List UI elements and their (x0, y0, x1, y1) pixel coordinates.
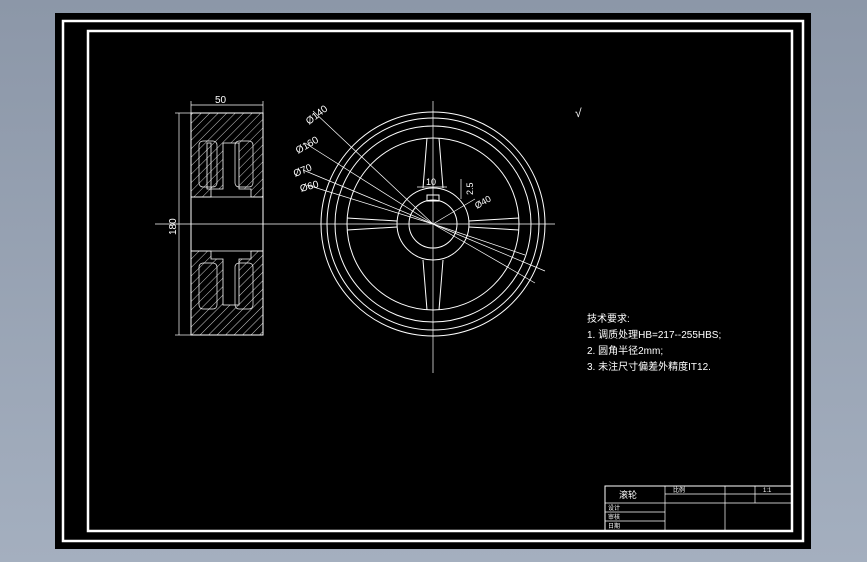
row-design: 设计 (608, 504, 620, 512)
keyway-width-label: 10 (426, 177, 436, 187)
note-3: 3. 未注尺寸偏差外精度IT12. (587, 360, 711, 373)
outer-frame (61, 19, 805, 543)
diameter-label-60: Ø60 (299, 179, 321, 195)
title-block: 滚轮 比例 1:1 设计 审核 日期 (604, 485, 793, 532)
cad-drawing: 50 180 (61, 19, 805, 543)
drawing-sheet: 50 180 (55, 13, 811, 549)
note-1: 1. 调质处理HB=217--255HBS; (587, 329, 721, 341)
technical-notes: 技术要求: 1. 调质处理HB=217--255HBS; 2. 圆角半径2mm;… (587, 312, 721, 373)
notes-title: 技术要求: (587, 312, 630, 325)
outer-rim-circle (320, 111, 546, 337)
inner-frame (86, 29, 794, 533)
side-section-view: 50 180 (155, 95, 305, 336)
roughness-symbol: √ (575, 106, 582, 120)
diameter-label-160: Ø160 (294, 135, 321, 157)
keyway-depth-label: 2.5 (465, 182, 475, 195)
upper-hatch (190, 112, 264, 198)
row-review: 审核 (608, 513, 620, 521)
sheet-label: 比例 (673, 486, 685, 494)
diameter-label-40: Ø40 (473, 194, 493, 211)
side-width-label: 50 (215, 95, 227, 106)
note-2: 2. 圆角半径2mm; (587, 344, 663, 357)
bore-circle (408, 199, 458, 249)
side-height-label: 180 (168, 218, 179, 235)
hub-circle (396, 187, 470, 261)
front-view: Ø140 Ø160 Ø70 Ø60 Ø40 10 2.5 (292, 101, 555, 373)
keyway (426, 194, 440, 202)
scale-value: 1:1 (763, 488, 772, 494)
lower-hatch (190, 250, 264, 336)
part-name: 滚轮 (619, 489, 637, 500)
diameter-label-70: Ø70 (292, 162, 314, 179)
row-date: 日期 (608, 522, 620, 530)
